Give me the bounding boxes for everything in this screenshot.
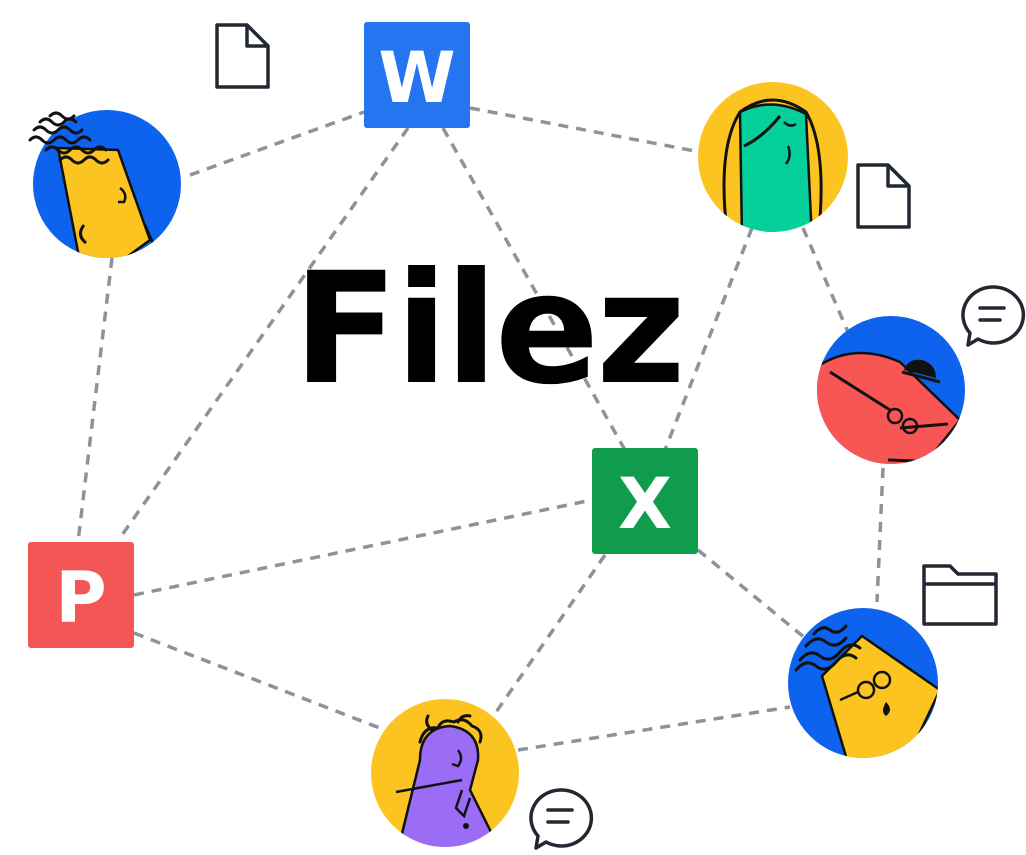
connection-line: [76, 257, 114, 543]
file-icon: [856, 163, 911, 229]
excel-letter: X: [618, 463, 672, 545]
chat-bubble-icon: [529, 788, 594, 850]
connection-line: [469, 106, 701, 154]
avatar-1: [28, 110, 181, 258]
connection-line: [875, 467, 885, 603]
connection-line: [490, 554, 607, 719]
connection-line: [189, 110, 365, 177]
connection-line: [120, 126, 410, 537]
connection-line: [663, 227, 754, 451]
avatar-4: [788, 608, 938, 758]
powerpoint-tile: P: [28, 542, 134, 648]
chat-bubble-icon: [961, 285, 1026, 347]
connection-line: [441, 127, 627, 451]
connections: [76, 106, 885, 752]
file-icon: [215, 23, 270, 89]
avatar-2: [698, 82, 848, 232]
word-tile: W: [364, 22, 470, 128]
powerpoint-letter: P: [55, 557, 106, 639]
connection-line: [517, 705, 791, 752]
connection-line: [801, 227, 850, 333]
folder-icon: [922, 564, 998, 626]
brand-title: Filez: [293, 240, 686, 419]
avatar-5: [371, 699, 519, 847]
connection-line: [133, 498, 593, 597]
word-letter: W: [378, 37, 455, 119]
avatar-3: [817, 316, 965, 464]
connection-line: [696, 548, 807, 640]
connection-line: [133, 631, 386, 732]
excel-tile: X: [592, 448, 698, 554]
